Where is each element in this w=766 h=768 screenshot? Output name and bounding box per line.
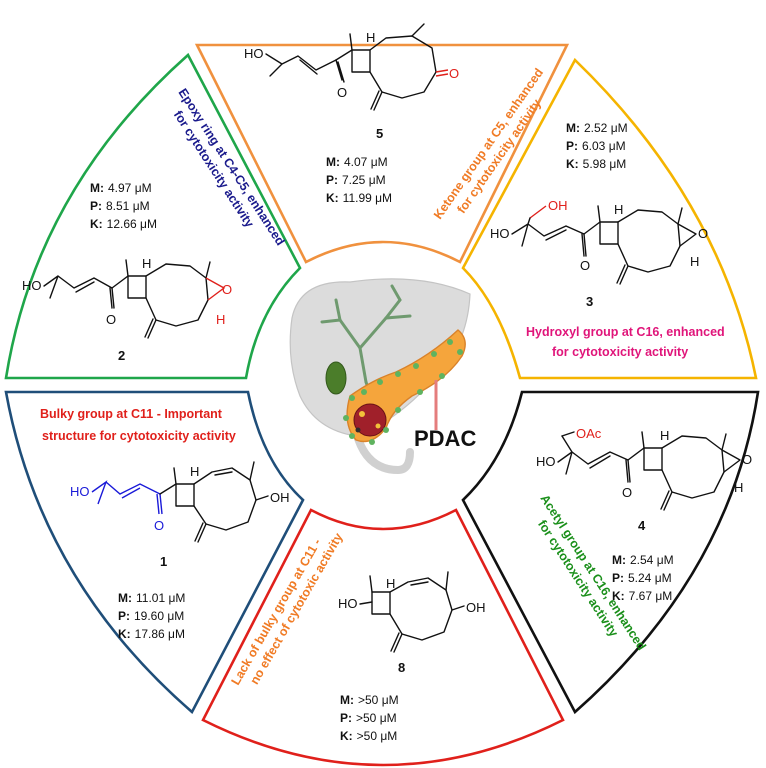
ic50-values: M:2.54 μM P:5.24 μM K:7.67 μM (612, 553, 674, 603)
epoxide-o-label: O (742, 452, 752, 467)
svg-text:P:5.24 μM: P:5.24 μM (612, 571, 672, 585)
note-3: Hydroxyl group at C16, enhanced for cyto… (526, 325, 725, 359)
ic50-values: M:4.07 μM P:7.25 μM K:11.99 μM (326, 155, 392, 205)
h-label: H (386, 576, 395, 591)
svg-text:M:4.07 μM: M:4.07 μM (326, 155, 388, 169)
segment-4-border (461, 390, 760, 715)
h-label: H (690, 254, 699, 269)
svg-text:K:>50 μM: K:>50 μM (340, 729, 397, 743)
ho-label: HO (338, 596, 358, 611)
svg-text:M:2.52 μM: M:2.52 μM (566, 121, 628, 135)
o-label: O (337, 85, 347, 100)
svg-text:K:5.98 μM: K:5.98 μM (566, 157, 626, 171)
h-label: H (216, 312, 225, 327)
h-label: H (660, 428, 669, 443)
liver-pancreas-illustration (289, 278, 471, 475)
ho-label: HO (244, 46, 264, 61)
svg-text:Hydroxyl group at C16, enhance: Hydroxyl group at C16, enhanced (526, 325, 725, 339)
svg-text:no effect of cytotoxic activit: no effect of cytotoxic activity (247, 531, 345, 687)
svg-text:Lack of bulky group at C11 -: Lack of bulky group at C11 - (228, 536, 323, 687)
compound-number: 8 (398, 660, 405, 675)
svg-text:M:11.01 μM: M:11.01 μM (118, 591, 185, 605)
svg-text:K:17.86 μM: K:17.86 μM (118, 627, 185, 641)
svg-text:for cytotoxicity activity: for cytotoxicity activity (552, 345, 688, 359)
o-label: O (106, 312, 116, 327)
compound-number: 2 (118, 348, 125, 363)
compound-number: 1 (160, 554, 167, 569)
ic50-values: M:>50 μM P:>50 μM K:>50 μM (340, 693, 399, 743)
svg-text:M:2.54 μM: M:2.54 μM (612, 553, 674, 567)
o-label: O (580, 258, 590, 273)
note-1: Bulky group at C11 - Important structure… (40, 407, 236, 443)
structure-4: OAc HO O O H H 4 M:2.54 μM P:5.24 μM K:7… (535, 426, 752, 653)
structure-8: HO H OH 8 M:>50 μM P:>50 μM K:>50 μM Lac… (228, 531, 486, 743)
structure-1: Bulky group at C11 - Important structure… (40, 407, 290, 641)
segment-3-border (461, 57, 758, 380)
ic50-values: M:11.01 μM P:19.60 μM K:17.86 μM (118, 591, 185, 641)
ho-label: HO (22, 278, 42, 293)
ho-label: HO (490, 226, 510, 241)
segment-1-border (4, 390, 305, 715)
epoxide-o-label: O (222, 282, 232, 297)
ic50-values: M:2.52 μM P:6.03 μM K:5.98 μM (566, 121, 628, 171)
gallbladder-icon (325, 361, 347, 395)
h-label: H (734, 480, 743, 495)
structure-3: OH HO O O H H 3 M:2.52 μM P:6.03 μM K:5.… (490, 121, 725, 359)
h-label: H (142, 256, 151, 271)
h-label: H (614, 202, 623, 217)
ketone-o-label: O (449, 66, 459, 81)
h-label: H (190, 464, 199, 479)
segment-2-border (4, 52, 302, 380)
center-label: PDAC (414, 426, 476, 451)
svg-text:Bulky group at C11 - Important: Bulky group at C11 - Important (40, 407, 223, 421)
oac-label: OAc (576, 426, 602, 441)
svg-text:P:19.60 μM: P:19.60 μM (118, 609, 184, 623)
svg-text:P:>50 μM: P:>50 μM (340, 711, 397, 725)
epoxide-o-label: O (698, 226, 708, 241)
svg-text:P:6.03 μM: P:6.03 μM (566, 139, 626, 153)
structure-2: Epoxy ring at C4-C5, enhanced for cytoto… (22, 86, 287, 363)
note-2: Epoxy ring at C4-C5, enhanced for cytoto… (171, 86, 288, 248)
svg-text:Epoxy ring at C4-C5, enhanced: Epoxy ring at C4-C5, enhanced (175, 86, 287, 248)
svg-text:K:11.99 μM: K:11.99 μM (326, 191, 392, 205)
svg-text:P:8.51 μM: P:8.51 μM (90, 199, 150, 213)
compound-number: 5 (376, 126, 383, 141)
svg-text:M:>50 μM: M:>50 μM (340, 693, 399, 707)
svg-text:structure for cytotoxicity act: structure for cytotoxicity activity (42, 429, 236, 443)
oh-label: OH (270, 490, 290, 505)
svg-text:M:4.97 μM: M:4.97 μM (90, 181, 152, 195)
ho-label: HO (70, 484, 90, 499)
ic50-values: M:4.97 μM P:8.51 μM K:12.66 μM (90, 181, 157, 231)
segment-5-border (194, 43, 570, 264)
svg-text:K:7.67 μM: K:7.67 μM (612, 589, 672, 603)
oh-label: OH (548, 198, 568, 213)
segment-8-border (201, 508, 565, 767)
svg-text:K:12.66 μM: K:12.66 μM (90, 217, 157, 231)
compound-number: 3 (586, 294, 593, 309)
svg-text:P:7.25 μM: P:7.25 μM (326, 173, 386, 187)
compound-number: 4 (638, 518, 646, 533)
o-label: O (622, 485, 632, 500)
h-label: H (366, 30, 375, 45)
o-label: O (154, 518, 164, 533)
oh-label: OH (466, 600, 486, 615)
structure-5: HO O H O 5 M:4.07 μM P:7.25 μM K:11.99 μ… (244, 23, 546, 222)
ho-label: HO (536, 454, 556, 469)
